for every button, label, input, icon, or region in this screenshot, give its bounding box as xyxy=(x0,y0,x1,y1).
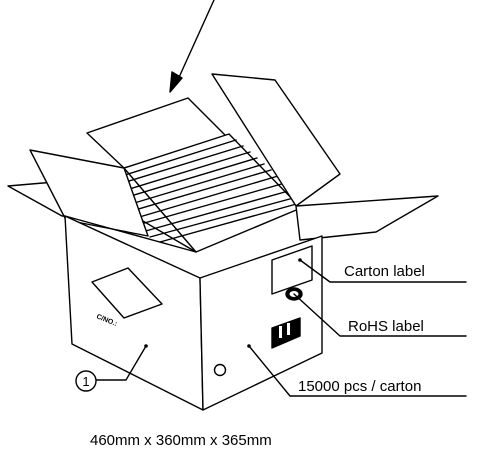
dimensions-text: 460mm x 360mm x 365mm xyxy=(90,432,272,449)
insertion-arrow xyxy=(169,0,215,93)
leader-lines xyxy=(95,259,467,397)
quantity-text: 15000 pcs / carton xyxy=(298,378,421,395)
rohs-label-text: RoHS label xyxy=(348,318,424,335)
carton-label-box xyxy=(271,245,313,295)
svg-text:1: 1 xyxy=(82,374,89,389)
side-window xyxy=(91,267,163,319)
carton-label-text: Carton label xyxy=(344,263,425,280)
front-left-flap xyxy=(29,149,149,237)
back-right-flap xyxy=(211,73,341,207)
marker-1: 1 xyxy=(75,370,97,392)
vent-hole xyxy=(213,363,227,377)
right-flap xyxy=(295,195,439,241)
barcode-sticker xyxy=(271,317,301,349)
